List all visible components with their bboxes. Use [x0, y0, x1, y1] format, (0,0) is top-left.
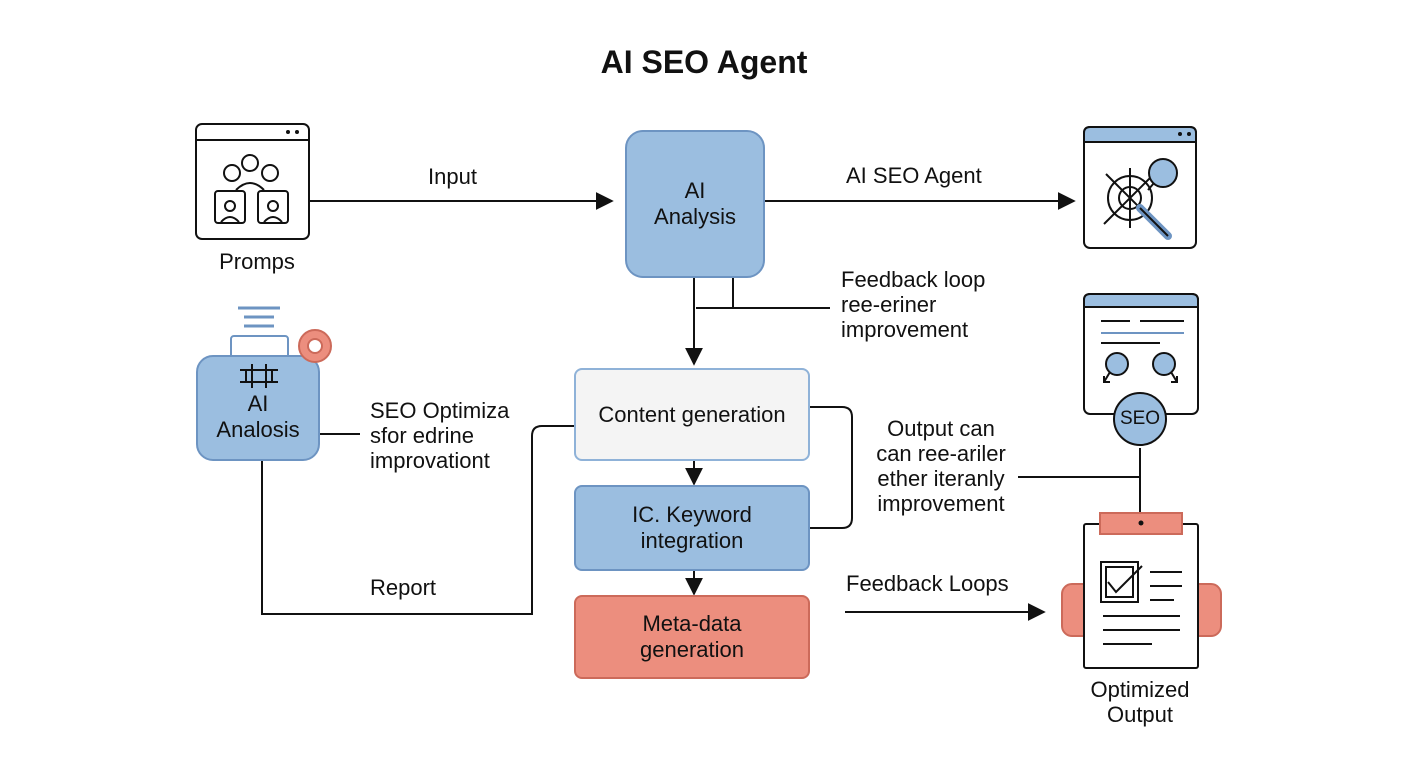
- ai-analosis-line-2: Analosis: [216, 417, 300, 442]
- ai-analysis-line-2: Analysis: [654, 204, 736, 229]
- ai-analosis-node-label: AI Analosis: [197, 384, 319, 450]
- robot-icon: [196, 306, 332, 461]
- content-generation-label: Content generation: [598, 401, 786, 427]
- metadata-generation-node: Meta-data generation: [574, 595, 810, 679]
- input-edge-label: Input: [428, 164, 477, 189]
- loop-content-keyword: [810, 406, 853, 529]
- prompts-label: Promps: [219, 249, 295, 274]
- clipboard-checklist-icon: [1061, 512, 1222, 669]
- content-generation-node: Content generation: [574, 368, 810, 461]
- report-label: Report: [370, 575, 437, 600]
- feedback-loop-bracket: [732, 278, 830, 309]
- seo-optimiza-label: SEO Optimiza sfor edrine improvationt: [370, 398, 510, 473]
- keyword-integration-node: IC. Keyword integration: [574, 485, 810, 571]
- seo-badge-label: SEO: [1119, 408, 1161, 429]
- ai-analysis-node: AI Analysis: [625, 130, 765, 278]
- seo-target-window-icon: [1083, 126, 1197, 249]
- metadata-generation-line-1: Meta-data: [642, 611, 742, 636]
- optimized-output-label: Optimized Output: [1090, 677, 1190, 727]
- ai-analosis-line-1: AI: [247, 391, 269, 416]
- ai-seo-agent-edge-label: AI SEO Agent: [846, 163, 982, 188]
- connectors: [261, 192, 1141, 621]
- output-can-label: Output can can ree-ariler ether iteranly…: [876, 416, 1006, 516]
- feedback-loop-label: Feedback loop ree-eriner improvement: [841, 267, 986, 342]
- feedback-loops-label: Feedback Loops: [846, 571, 1009, 596]
- metadata-generation-line-2: generation: [640, 637, 744, 662]
- diagram-title: AI SEO Agent: [600, 44, 808, 80]
- seo-document-icon: [1083, 293, 1199, 446]
- team-window-icon: [195, 123, 310, 240]
- keyword-integration-line-1: IC. Keyword: [632, 502, 752, 527]
- report-path: [261, 425, 574, 615]
- ai-analysis-line-1: AI: [684, 178, 706, 203]
- keyword-integration-line-2: integration: [640, 528, 744, 553]
